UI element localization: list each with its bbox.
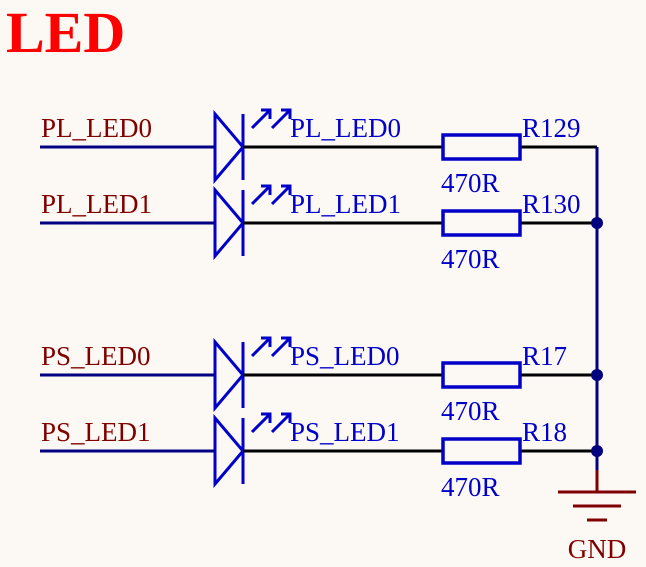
diode-triangle [213,109,245,185]
resistor-ref: R130 [522,189,581,219]
led-icon [213,108,292,185]
net-label: PS_LED1 [41,417,151,447]
led-icon [213,336,292,413]
resistor-value: 470R [441,396,500,426]
emission-arrow-head [261,108,272,119]
net-label: PL_LED1 [41,189,152,219]
resistor-value: 470R [441,244,500,274]
led-row: PS_LED1 PS_LED1 R18 470R [40,412,603,502]
led-rows: PL_LED0 PL_LED0 R129 470R PL_LED1 PL_LED1 R130… [40,108,603,502]
led-row: PL_LED0 PL_LED0 R129 470R [40,108,597,198]
resistor-icon [441,437,522,465]
emission-arrow-head [261,412,272,423]
resistor-icon [441,361,522,389]
emission-arrow [270,108,292,130]
emission-arrow-head [281,336,292,347]
led-net-label: PS_LED1 [290,417,400,447]
led-row: PS_LED0 PS_LED0 R17 470R [40,336,603,426]
schematic-title: LED [6,0,125,65]
resistor-icon [441,133,522,161]
diode-triangle [213,337,245,413]
led-icon [213,412,292,489]
resistor-value: 470R [441,472,500,502]
emission-arrow-head [281,184,292,195]
emission-arrow-head [261,336,272,347]
led-net-label: PL_LED1 [290,189,401,219]
net-label: PS_LED0 [41,341,151,371]
emission-arrow-head [281,412,292,423]
diode-triangle [213,185,245,261]
led-row: PL_LED1 PL_LED1 R130 470R [40,184,603,274]
emission-arrow-head [281,108,292,119]
resistor-ref: R17 [522,341,567,371]
emission-arrow [270,184,292,206]
emission-arrow [270,336,292,358]
emission-arrow [250,108,272,130]
emission-arrow [250,336,272,358]
led-net-label: PL_LED0 [290,113,401,143]
ground-label: GND [568,534,627,564]
resistor-ref: R129 [522,113,581,143]
resistor-icon [441,209,522,237]
diode-triangle [213,413,245,489]
emission-arrow-head [261,184,272,195]
emission-arrow [270,412,292,434]
emission-arrow [250,412,272,434]
led-net-label: PS_LED0 [290,341,400,371]
resistor-value: 470R [441,168,500,198]
emission-arrow [250,184,272,206]
net-label: PL_LED0 [41,113,152,143]
ground-icon [558,470,636,522]
ground-rail: GND [558,147,636,564]
led-icon [213,184,292,261]
resistor-ref: R18 [522,417,567,447]
